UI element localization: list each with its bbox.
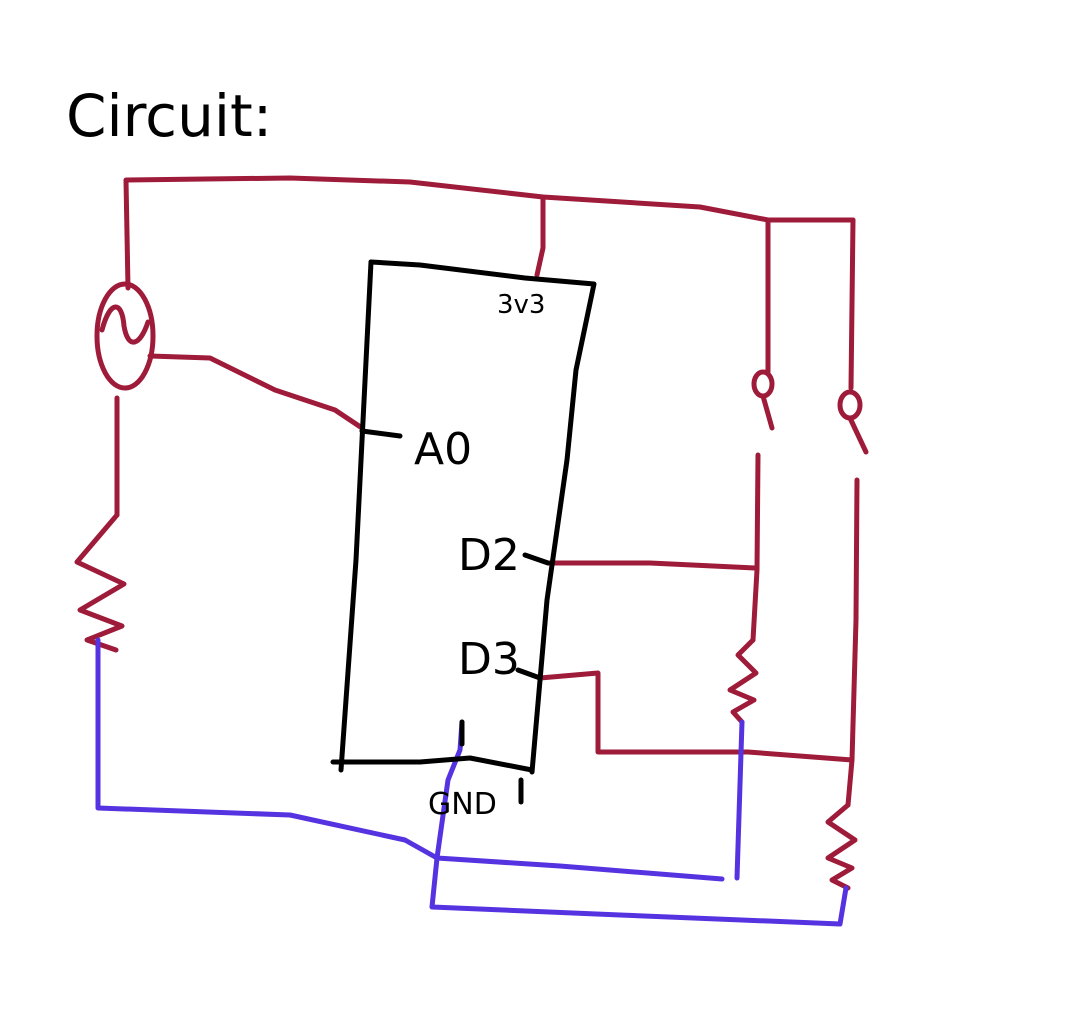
wire-switch2-top <box>848 217 856 391</box>
resistor-left <box>74 512 127 653</box>
power-wires <box>74 175 860 891</box>
ground-rail-lower <box>429 855 849 927</box>
wire-switch2-bottom <box>845 477 860 808</box>
pin-stub-d2 <box>522 552 551 566</box>
pin-label-d3: D3 <box>458 634 520 685</box>
wire-sensor-to-a0 <box>147 353 365 431</box>
pin-stub-d3 <box>515 667 543 681</box>
push-button-switch-icon <box>751 369 869 455</box>
light-sensor-circle-icon <box>94 281 156 391</box>
pin-label-3v3: 3v3 <box>497 290 545 320</box>
ground-rail-upper <box>95 637 725 882</box>
pin-label-d2: D2 <box>458 530 520 581</box>
wire-3v3-drop <box>534 194 546 278</box>
board-outline-left <box>338 259 374 773</box>
top-power-rail <box>123 175 856 291</box>
resistor-d3 <box>825 802 858 891</box>
pin-label-a0: A0 <box>414 424 472 475</box>
diagram-title: Circuit: <box>66 82 272 150</box>
wire-switch1-bottom <box>750 452 761 643</box>
board-outline-right <box>368 259 597 775</box>
pin-stub-a0 <box>359 428 403 439</box>
wire-d3 <box>537 670 855 763</box>
wire-d2 <box>545 560 758 571</box>
board-outline-bottom <box>330 755 535 773</box>
pin-label-gnd: GND <box>428 787 497 822</box>
microcontroller-board <box>330 259 597 805</box>
wire-ground-d2-resistor <box>734 719 745 881</box>
resistor-d2 <box>727 637 759 725</box>
